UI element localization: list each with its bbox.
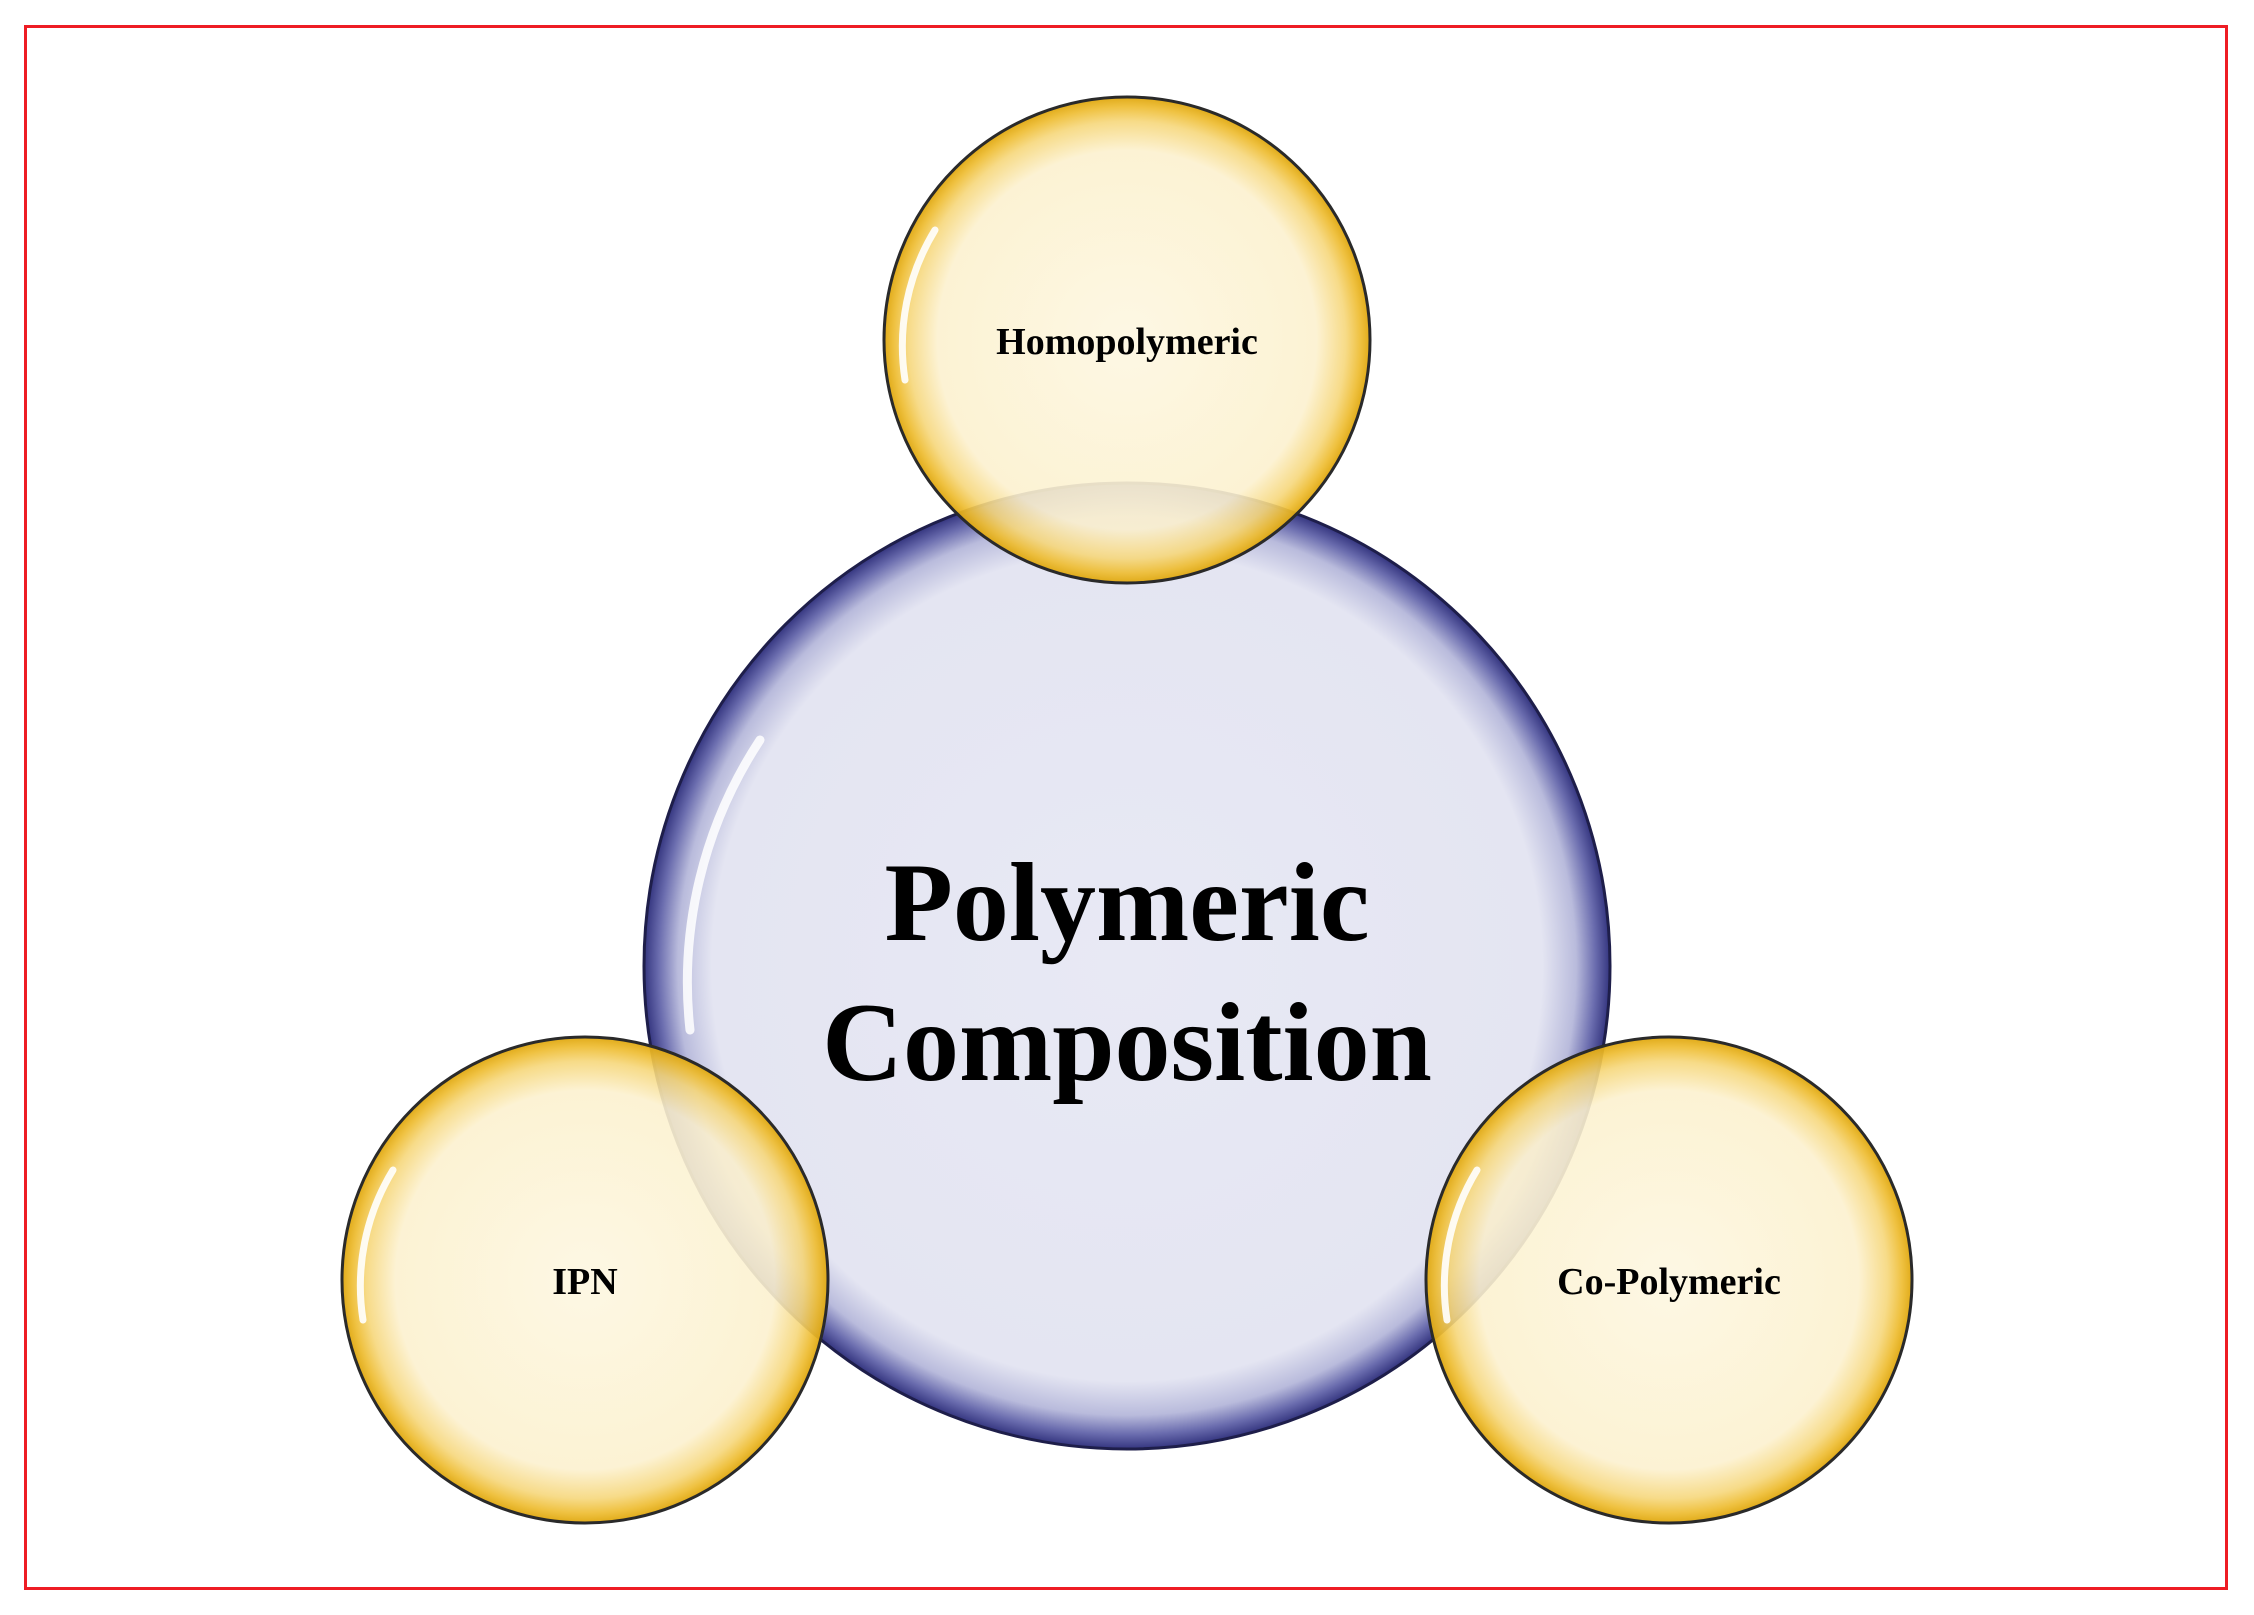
right-circle-label: Co-Polymeric bbox=[1557, 1261, 1781, 1303]
left-circle bbox=[340, 1035, 830, 1525]
top-circle-label: Homopolymeric bbox=[996, 321, 1258, 363]
diagram-frame bbox=[24, 25, 2228, 1590]
top-circle bbox=[882, 95, 1372, 585]
center-circle bbox=[642, 481, 1612, 1451]
center-label-line1: Polymeric bbox=[884, 841, 1369, 965]
left-circle-label: IPN bbox=[552, 1261, 617, 1303]
right-circle bbox=[1424, 1035, 1914, 1525]
center-label-line2: Composition bbox=[822, 981, 1432, 1105]
